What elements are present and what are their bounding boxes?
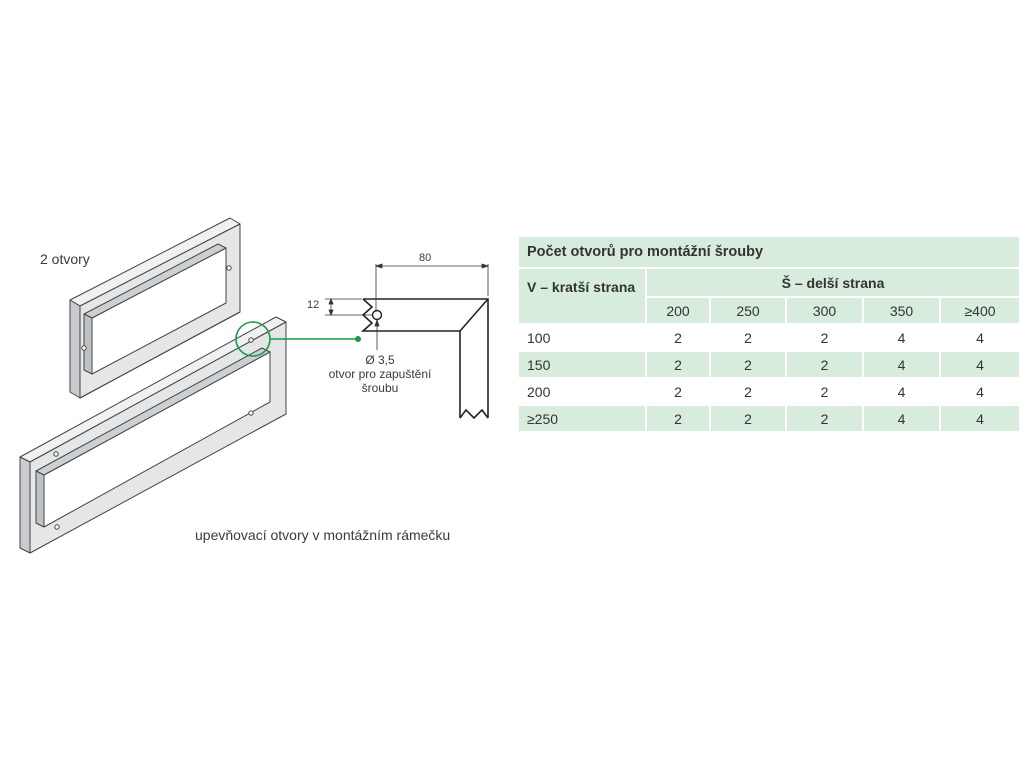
table-cell: 2 [647,379,711,406]
column-header: 200 [647,298,711,325]
table-cell: 2 [711,325,787,352]
column-header: 350 [864,298,941,325]
table-cell: 2 [647,352,711,379]
hole-diameter-label: Ø 3,5 [365,353,395,367]
table-cell: 2 [647,325,711,352]
table-cell: 2 [787,325,864,352]
corner-detail [360,298,489,420]
table-cell: 4 [864,352,941,379]
screw-holes-table: Počet otvorů pro montážní šrouby V – kra… [519,237,1019,433]
two-holes-label: 2 otvory [40,251,90,267]
row-label: 150 [519,352,647,379]
large-mounting-frame [19,316,287,554]
row-header-short-side: V – kratší strana [519,269,647,325]
table-cell: 2 [787,352,864,379]
detail-callout [235,321,361,357]
dimension-lines [325,263,490,350]
table-cell: 2 [711,379,787,406]
table-cell: 4 [941,379,1019,406]
table-cell: 4 [864,325,941,352]
figure-caption: upevňovací otvory v montážním rámečku [195,527,451,543]
dimension-80-label: 80 [419,252,432,264]
large-frame-hole-3 [54,524,60,530]
table-cell: 4 [941,406,1019,433]
column-group-header-long-side: Š – delší strana [647,269,1019,298]
table-row: 200 2 2 2 4 4 [519,379,1019,406]
hole-note: Ø 3,5 otvor pro zapuštění šroubu [310,353,450,395]
table-row: 100 2 2 2 4 4 [519,325,1019,352]
column-header: 250 [711,298,787,325]
table-cell: 4 [864,406,941,433]
row-label: 200 [519,379,647,406]
table-cell: 2 [787,379,864,406]
row-label: ≥250 [519,406,647,433]
hole-description-line2: šroubu [361,381,399,395]
table-cell: 2 [787,406,864,433]
table-cell: 4 [864,379,941,406]
small-frame-hole-right [226,265,232,271]
table-title: Počet otvorů pro montážní šrouby [519,237,1019,269]
table-cell: 4 [941,352,1019,379]
table-cell: 2 [711,406,787,433]
table-cell: 4 [941,325,1019,352]
small-mounting-frame [69,217,241,399]
dimension-12-label: 12 [307,299,320,311]
column-header: 300 [787,298,864,325]
large-frame-hole-4 [248,410,254,416]
table-cell: 2 [647,406,711,433]
table-cell: 2 [711,352,787,379]
column-header: ≥400 [941,298,1019,325]
large-frame-hole-2 [248,337,254,343]
row-label: 100 [519,325,647,352]
large-frame-hole-1 [53,451,59,457]
small-frame-hole-left [81,345,87,351]
hole-description-line1: otvor pro zapuštění [328,367,432,381]
table-row: ≥250 2 2 2 4 4 [519,406,1019,433]
table-row: 150 2 2 2 4 4 [519,352,1019,379]
